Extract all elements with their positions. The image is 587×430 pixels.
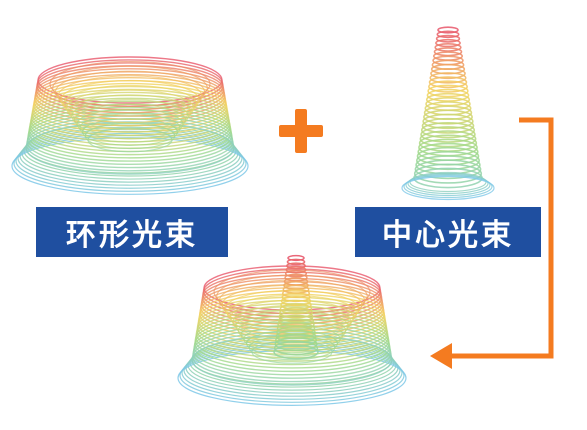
center-beam-label: 中心光束	[355, 207, 541, 257]
arrow-icon	[430, 117, 554, 369]
ring-beam-label: 环形光束	[36, 207, 228, 257]
combined-beam-3d-icon	[177, 254, 407, 406]
center-beam-3d-icon	[401, 26, 495, 201]
ring-beam-3d-icon	[11, 56, 249, 195]
plus-icon	[279, 109, 323, 153]
